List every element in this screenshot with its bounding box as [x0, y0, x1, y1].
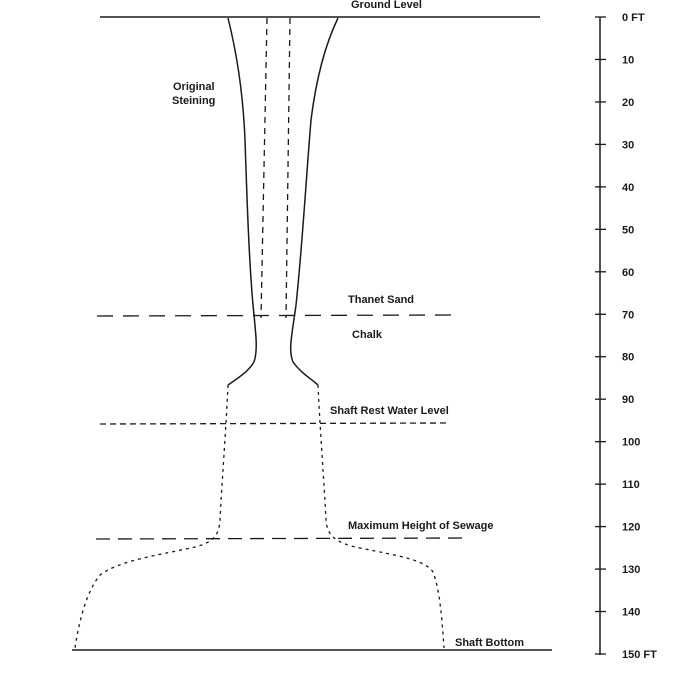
steining-right-wall	[289, 17, 339, 386]
rest-water-level-line	[99, 422, 451, 425]
depth-tick-label: 60	[622, 267, 634, 279]
depth-tick-label: 110	[622, 479, 640, 491]
depth-tick-label: 150 FT	[622, 649, 657, 661]
chalk-shaft-right-wall	[317, 384, 445, 649]
depth-tick-label: 0 FT	[622, 12, 645, 24]
original-steining-label-line1: Original	[173, 81, 215, 93]
depth-tick-label: 20	[622, 97, 634, 109]
depth-tick-label: 130	[622, 564, 640, 576]
chalk-shaft-left-wall	[74, 384, 229, 649]
thanet-sand-label: Thanet Sand	[348, 294, 414, 306]
depth-tick-label: 50	[622, 224, 634, 236]
inner-shaft-left-dashed	[260, 17, 268, 319]
depth-scale: 0 FT 10 20 30 40 50 60 70 80 90 100 110 120 130 140 150…	[595, 12, 657, 661]
depth-tick-label: 100	[622, 437, 640, 449]
depth-tick-label: 90	[622, 394, 634, 406]
thanet-sand-chalk-boundary-line	[96, 314, 453, 317]
original-steining-label-line2: Steining	[172, 95, 215, 107]
max-sewage-height-line	[95, 537, 471, 540]
depth-tick-label: 140	[622, 607, 640, 619]
maximum-height-of-sewage-label: Maximum Height of Sewage	[348, 520, 493, 532]
depth-tick-label: 70	[622, 309, 634, 321]
depth-tick-label: 30	[622, 139, 634, 151]
shaft-bottom-label: Shaft Bottom	[455, 637, 524, 649]
depth-tick-label: 10	[622, 54, 634, 66]
steining-left-wall	[227, 17, 257, 386]
chalk-label: Chalk	[352, 329, 383, 341]
inner-shaft-right-dashed	[285, 17, 291, 319]
depth-tick-label: 120	[622, 522, 640, 534]
depth-tick-label: 40	[622, 182, 634, 194]
depth-tick-label: 80	[622, 352, 634, 364]
ground-level-label: Ground Level	[351, 0, 422, 11]
shaft-rest-water-level-label: Shaft Rest Water Level	[330, 405, 449, 417]
